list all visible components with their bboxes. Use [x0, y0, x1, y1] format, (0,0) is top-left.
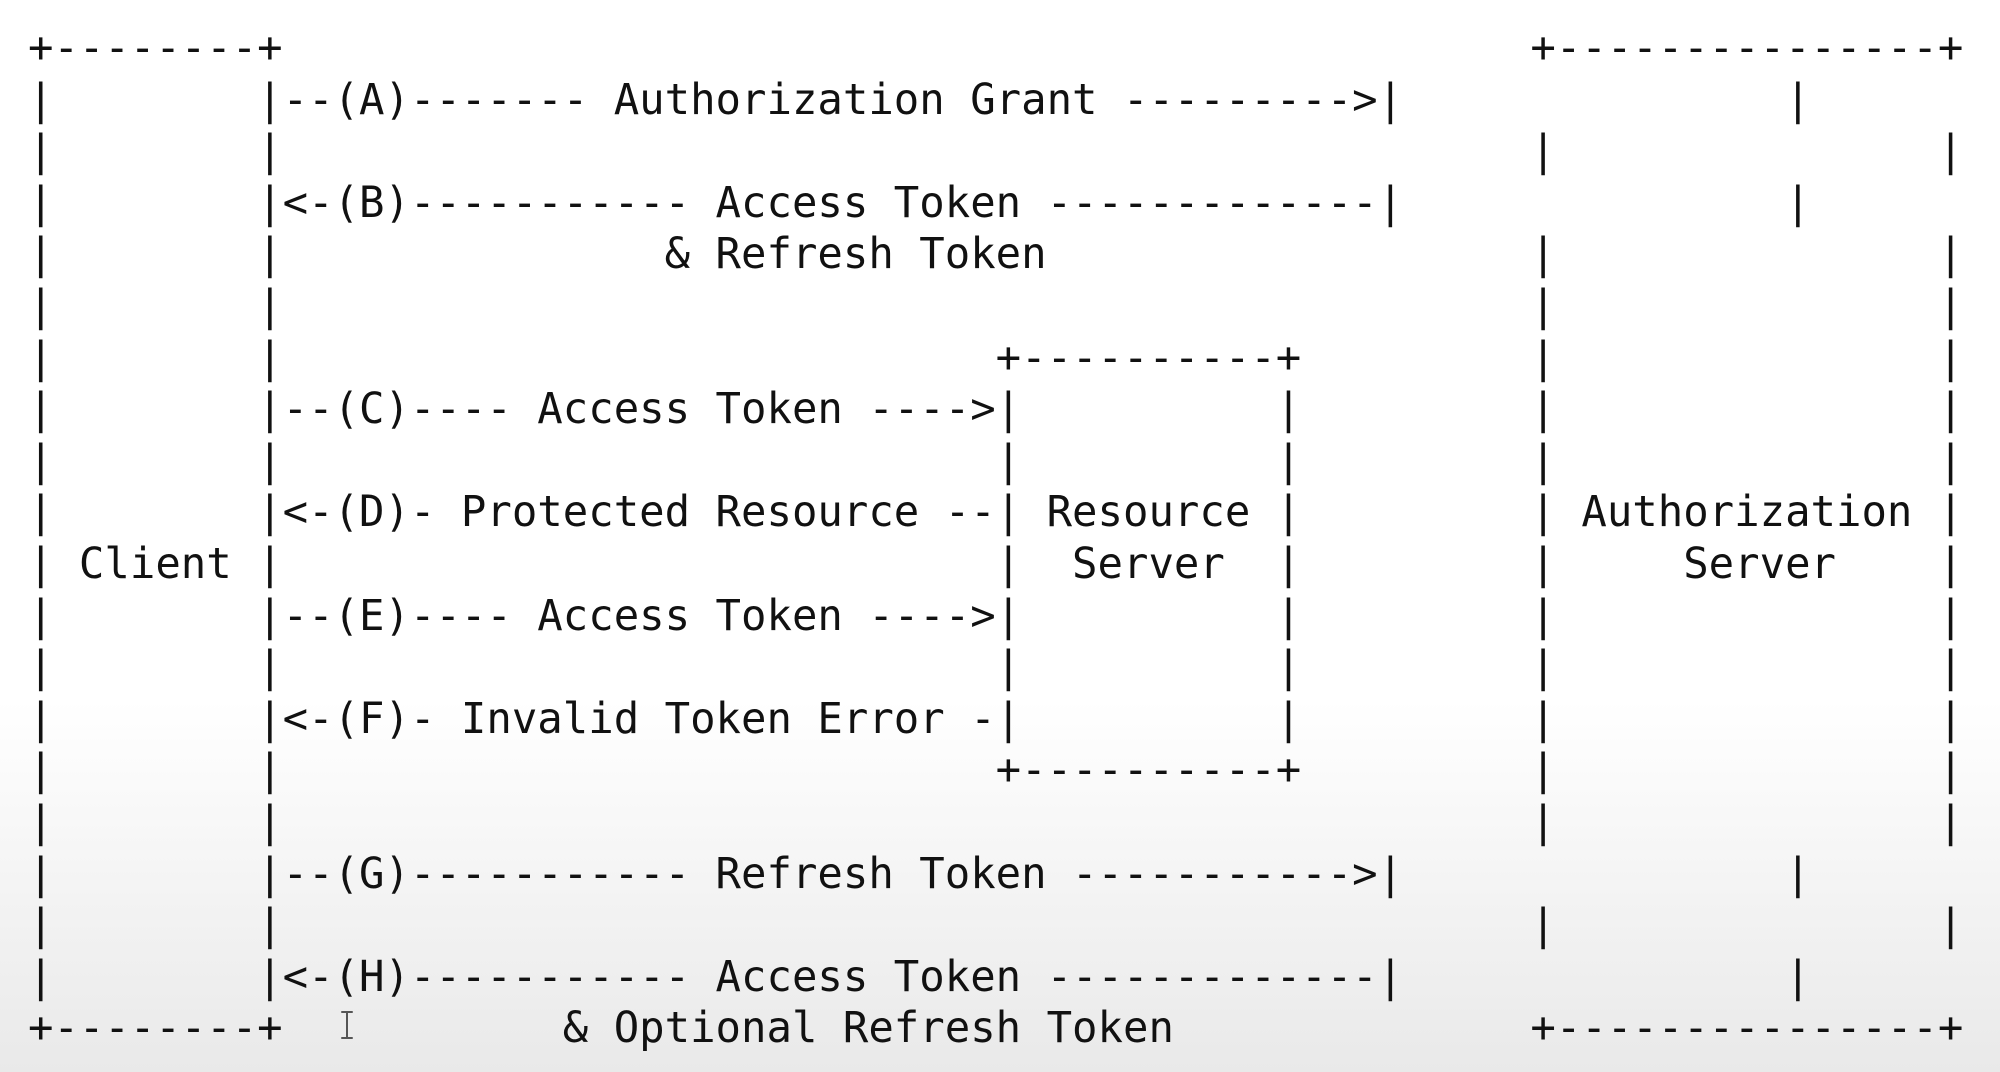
diagram-line-spacer: | | | | — [28, 126, 1964, 176]
diagram-line-client-label: | Client | | Server | | Server | — [28, 538, 1964, 588]
token-flow-diagram: +--------+ +---------------+| |--(A)----… — [28, 22, 1963, 1054]
diagram-line-step-h: | |<-(H)----------- Access Token -------… — [28, 951, 1811, 1001]
diagram-line-spacer: | | | | — [28, 280, 1964, 330]
diagram-line-spacer: | | | | | | — [28, 435, 1964, 485]
diagram-line-step-e: | |--(E)---- Access Token ---->| | | | — [28, 590, 1964, 640]
diagram-line-spacer: | | | | — [28, 900, 1964, 950]
diagram-line-step-a: | |--(A)------- Authorization Grant ----… — [28, 74, 1811, 124]
diagram-line-spacer: | | | | | | — [28, 642, 1964, 692]
diagram-line-step-d: | |<-(D)- Protected Resource --| Resourc… — [28, 487, 1964, 537]
diagram-line-spacer: | | | | — [28, 796, 1964, 846]
diagram-line-step-b-continued: | | & Refresh Token | | — [28, 229, 1964, 279]
diagram-line-step-c: | |--(C)---- Access Token ---->| | | | — [28, 384, 1964, 434]
diagram-line-top-border: +--------+ +---------------+ — [28, 23, 1964, 72]
diagram-line-bottom-border: +--------+ & Optional Refresh Token +---… — [28, 1003, 1964, 1053]
text-cursor-icon — [341, 1011, 353, 1039]
diagram-line-resource-box-bottom: | | +----------+ | | — [28, 745, 1964, 795]
diagram-line-resource-box-top: | | +----------+ | | — [28, 332, 1964, 382]
diagram-line-step-g: | |--(G)----------- Refresh Token ------… — [28, 848, 1811, 898]
diagram-line-step-b: | |<-(B)----------- Access Token -------… — [28, 177, 1811, 227]
diagram-line-step-f: | |<-(F)- Invalid Token Error -| | | | — [28, 693, 1964, 743]
